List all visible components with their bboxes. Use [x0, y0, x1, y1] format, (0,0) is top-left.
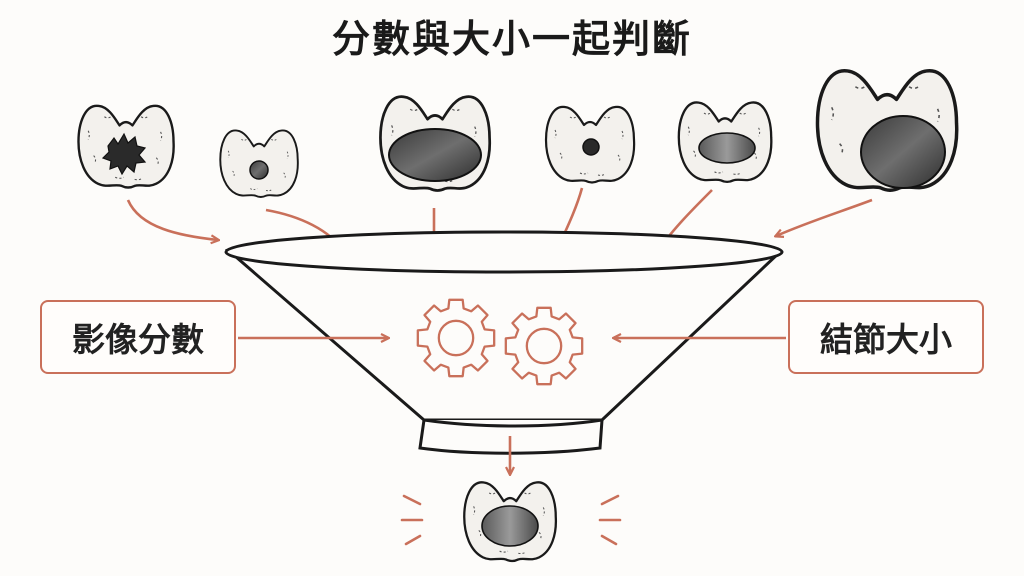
thyroid-icon: [544, 105, 636, 184]
nodule-size-label: 結節大小: [788, 300, 984, 374]
thyroid-icon: [378, 95, 492, 193]
diagram-title: 分數與大小一起判斷: [331, 17, 692, 61]
arrow-icon: [126, 199, 218, 240]
image-score-label: 影像分數: [40, 300, 236, 374]
gear-icon: [504, 306, 584, 386]
thyroid-icon: [815, 68, 959, 193]
funnel-icon: [224, 230, 784, 455]
thyroid-icon: [219, 129, 299, 199]
thyroid-icon: [677, 101, 773, 184]
highlight-rays: [400, 494, 622, 546]
thyroid-icon: [462, 480, 558, 563]
thyroid-icon: [77, 104, 175, 189]
gear-icon: [416, 298, 496, 378]
arrow-icon: [776, 198, 873, 236]
